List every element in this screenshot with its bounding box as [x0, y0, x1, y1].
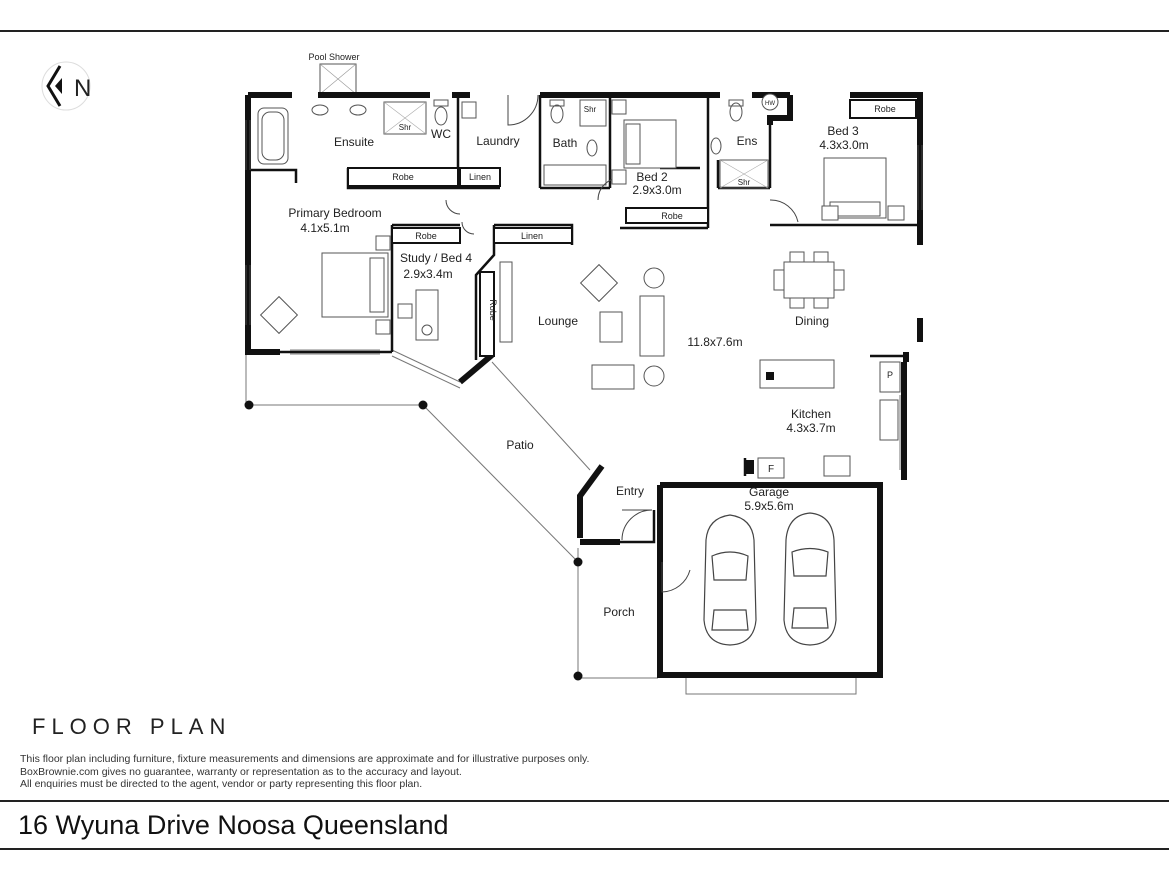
kitchen-dimensions: 4.3x3.7m	[786, 421, 835, 435]
shower-label-ens: Shr	[738, 178, 751, 187]
bottom-border-line	[0, 848, 1169, 850]
disclaimer-line: All enquiries must be directed to the ag…	[20, 778, 423, 790]
outdoor-outlines	[245, 349, 857, 695]
primary-bedroom-label: Primary Bedroom	[288, 206, 381, 220]
hot-water-label: HW	[765, 101, 775, 107]
bed2-dimensions: 2.9x3.0m	[632, 183, 681, 197]
porch-label: Porch	[603, 605, 634, 619]
linen-label-lounge: Linen	[521, 231, 543, 241]
bed2-label: Bed 2	[636, 170, 668, 184]
patio-label: Patio	[506, 438, 534, 452]
storage-units	[347, 99, 917, 357]
study-label: Study / Bed 4	[400, 251, 472, 265]
bed3-label: Bed 3	[827, 124, 859, 138]
patio-posts	[244, 400, 583, 681]
bathroom-fixtures	[257, 99, 769, 189]
north-label: N	[74, 75, 91, 102]
disclaimer-line: This floor plan including furniture, fix…	[20, 753, 590, 765]
living-dimensions: 11.8x7.6m	[687, 335, 742, 349]
pantry-label: P	[887, 370, 893, 380]
garage-dimensions: 5.9x5.6m	[744, 499, 793, 513]
entry-label: Entry	[616, 484, 644, 498]
lounge-label: Lounge	[538, 314, 578, 328]
property-address: 16 Wyuna Drive Noosa Queensland	[18, 810, 449, 840]
wc-label: WC	[431, 127, 451, 141]
exterior-walls	[245, 92, 923, 678]
robe-label-study: Robe	[415, 231, 437, 241]
floor-plan-drawing: N	[41, 52, 923, 695]
windows	[245, 120, 923, 470]
robe-label-primary: Robe	[392, 172, 414, 182]
pool-shower-label: Pool Shower	[308, 52, 359, 62]
dining-label: Dining	[795, 314, 829, 328]
shower-label-bath: Shr	[584, 105, 597, 114]
disclaimer-text: This floor plan including furniture, fix…	[20, 753, 589, 791]
north-arrow-icon: N	[41, 61, 91, 111]
ens-label: Ens	[737, 134, 758, 148]
ensuite-label: Ensuite	[334, 135, 374, 149]
bed3-dimensions: 4.3x3.0m	[819, 138, 868, 152]
interior-walls	[250, 95, 920, 560]
shower-label-ensuite: Shr	[399, 123, 412, 132]
furniture	[259, 99, 905, 479]
kitchen-label: Kitchen	[791, 407, 831, 421]
garage-label: Garage	[749, 485, 789, 499]
primary-bedroom-dimensions: 4.1x5.1m	[300, 221, 349, 235]
hot-water-unit: HW	[761, 93, 779, 111]
floor-plan-title: FLOOR PLAN	[32, 714, 232, 739]
garage-cars	[703, 512, 837, 646]
room-labels: Pool Shower Ensuite WC Laundry Bath Bed …	[288, 52, 868, 619]
robe-label-vertical: Robe	[488, 299, 498, 321]
top-border-line	[0, 30, 1169, 32]
bath-label: Bath	[553, 136, 578, 150]
linen-label-hall: Linen	[469, 172, 491, 182]
disclaimer-line: BoxBrownie.com gives no guarantee, warra…	[20, 765, 462, 778]
pool-shower-fixture	[319, 63, 357, 95]
robe-label-bed3: Robe	[874, 104, 896, 114]
fridge-label: F	[768, 464, 774, 475]
footer-divider-line	[0, 800, 1169, 802]
kitchen-post-marker	[746, 460, 754, 474]
island-sink-marker	[766, 372, 774, 380]
study-dimensions: 2.9x3.4m	[403, 267, 452, 281]
laundry-label: Laundry	[476, 134, 519, 148]
robe-label-bed2: Robe	[661, 211, 683, 221]
